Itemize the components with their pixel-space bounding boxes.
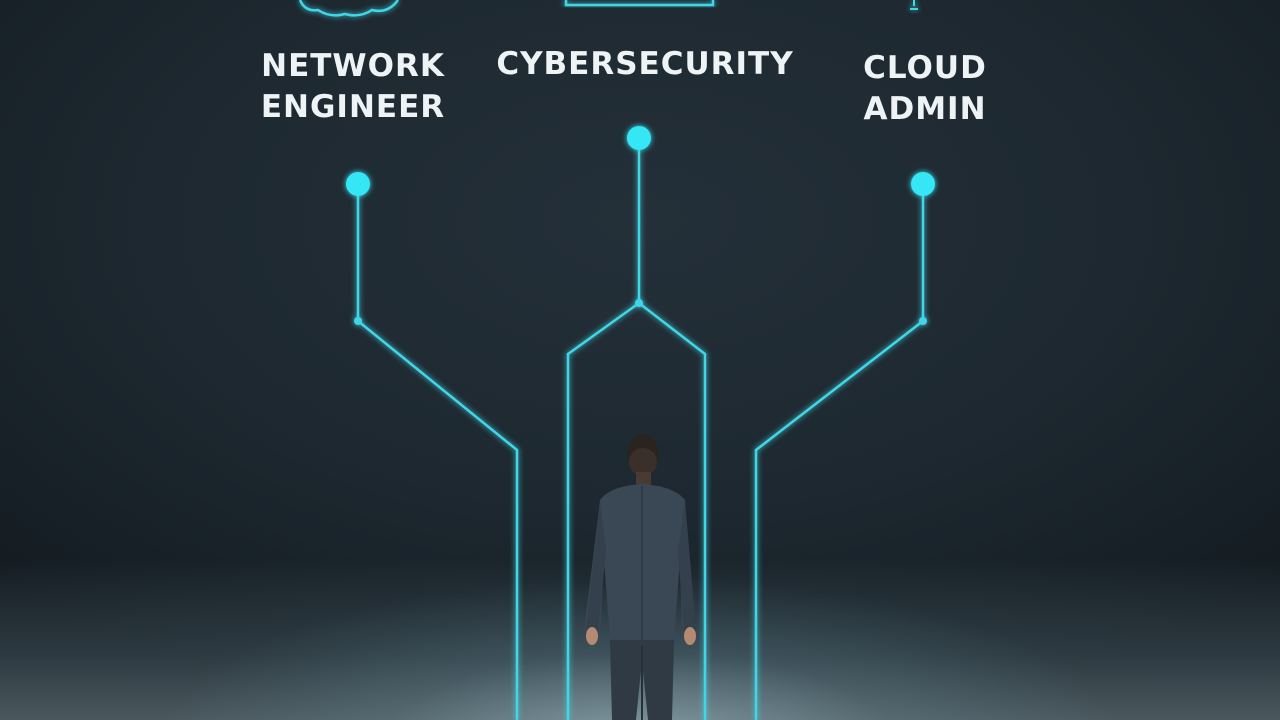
label-network-engineer: NETWORK ENGINEER [218, 46, 488, 128]
path-network-engineer [346, 172, 519, 720]
label-line: ADMIN [863, 91, 987, 127]
label-line: CYBERSECURITY [496, 46, 794, 82]
path-cybersecurity [566, 126, 707, 720]
gear-cloud-icon [298, 0, 400, 17]
label-line: ENGINEER [260, 89, 446, 125]
person-figure [584, 434, 696, 720]
monitor-icon [564, 0, 715, 7]
label-cybersecurity: CYBERSECURITY [490, 44, 800, 85]
label-line: NETWORK [261, 48, 445, 84]
label-cloud-admin: CLOUD ADMIN [800, 48, 1050, 130]
path-cloud-admin [754, 172, 935, 720]
cloud-icon [910, 0, 918, 10]
label-line: CLOUD [863, 50, 987, 86]
